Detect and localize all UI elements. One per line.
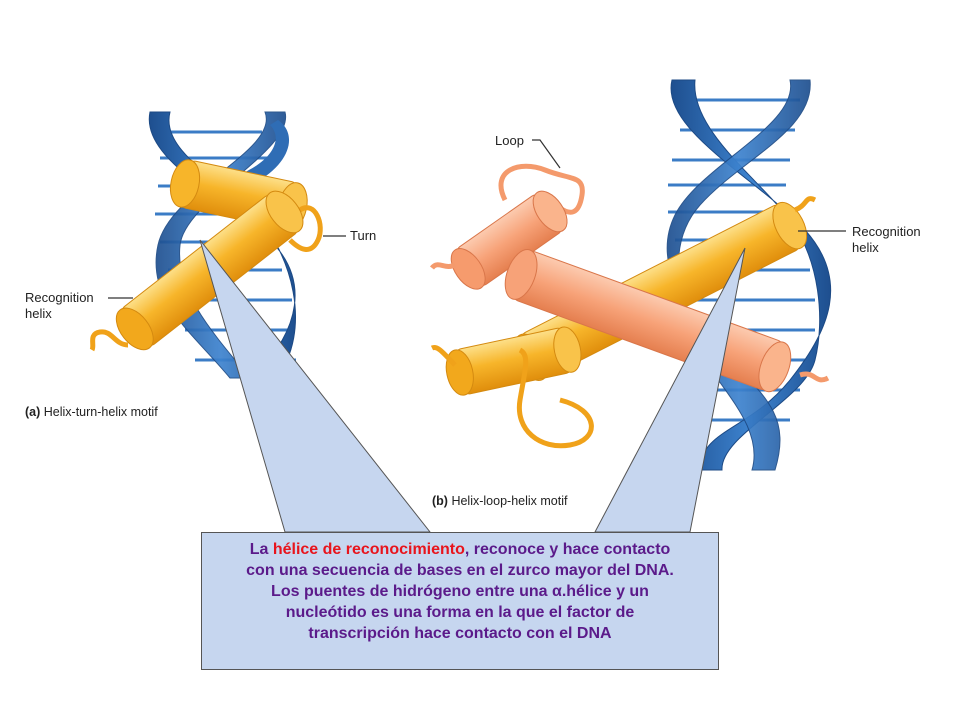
recognition-helix-label-a-line1: Recognition — [25, 290, 94, 305]
helix-turn-helix-motif — [89, 159, 323, 352]
callout-line-4: nucleótido es una forma en la que el fac… — [285, 604, 635, 621]
leader-lines-a — [108, 235, 346, 299]
callout-pointers — [199, 239, 746, 533]
panel-b-title: Helix-loop-helix motif — [451, 494, 568, 508]
callout-line-3: Los puentes de hidrógeno entre una α.hél… — [210, 581, 710, 602]
panel-b-letter: (b) — [432, 494, 448, 508]
recognition-helix-label-a-line2: helix — [25, 306, 52, 321]
callout-line-2: con una secuencia de bases en el zurco m… — [246, 562, 674, 579]
callout-line-5: transcripción hace contacto con el DNA — [308, 625, 612, 642]
callout-rest-line1: , reconoce y hace contacto — [464, 541, 671, 558]
loop-label: Loop — [495, 133, 524, 148]
alpha-symbol: α — [551, 583, 562, 600]
callout-line3-a: Los puentes de hidrógeno entre una — [271, 583, 552, 600]
recognition-helix-label-b-line2: helix — [852, 240, 879, 255]
callout-lead: La — [249, 541, 273, 558]
callout-highlight: hélice de reconocimiento — [272, 541, 465, 558]
callout-line3-b: .hélice y un — [561, 583, 649, 600]
panel-a-letter: (a) — [25, 405, 41, 419]
panel-b-caption: (b) Helix-loop-helix motif — [432, 494, 567, 508]
recognition-helix-label-b-line1: Recognition — [852, 224, 921, 239]
recognition-helix-label-a: Recognition helix — [25, 290, 94, 322]
leader-lines-b — [532, 139, 846, 232]
panel-a-caption: (a) Helix-turn-helix motif — [25, 405, 158, 419]
turn-label: Turn — [350, 228, 377, 243]
recognition-helix-label-b: Recognition helix — [852, 224, 921, 256]
explanation-callout: La hélice de reconocimiento, reconoce y … — [201, 532, 719, 670]
panel-a-title: Helix-turn-helix motif — [43, 405, 158, 419]
callout-line-1: La hélice de reconocimiento, reconoce y … — [210, 539, 710, 560]
